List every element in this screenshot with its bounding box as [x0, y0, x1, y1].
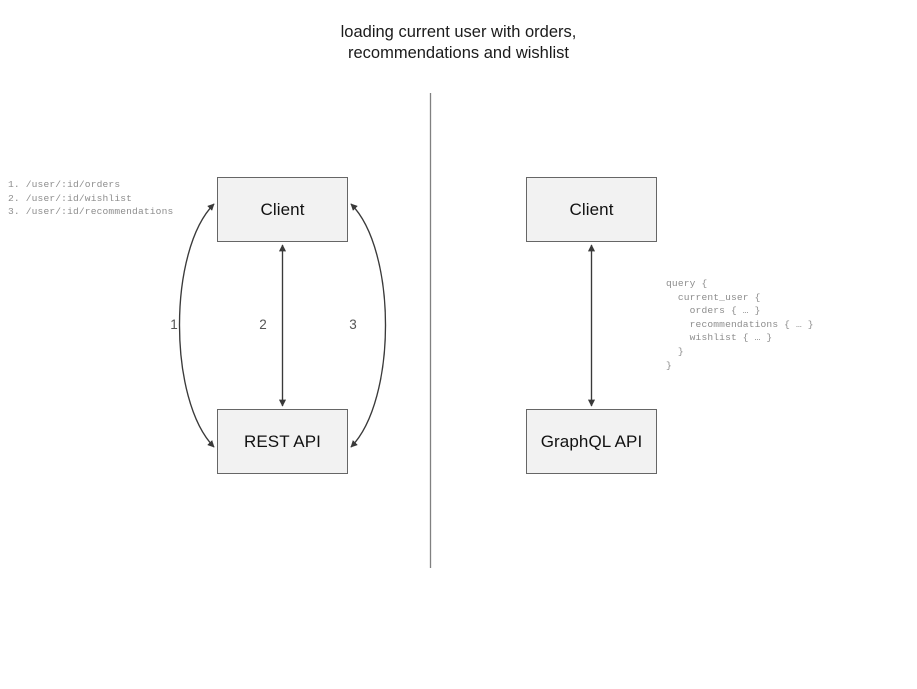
edge-1-curve	[178, 203, 215, 448]
node-graphql-api[interactable]: GraphQL API	[526, 409, 657, 474]
graphql-query-annotation: query { current_user { orders { … } reco…	[666, 278, 814, 371]
node-client-rest[interactable]: Client	[217, 177, 348, 242]
page-title: loading current user with orders, recomm…	[340, 23, 577, 62]
node-client-graphql[interactable]: Client	[526, 177, 657, 242]
rest-endpoints-annotation: 1. /user/:id/orders 2. /user/:id/wishlis…	[8, 179, 174, 218]
node-rest-api[interactable]: REST API	[217, 409, 348, 474]
edge-3-curve	[350, 203, 387, 448]
edge-label-3: 3	[349, 317, 357, 332]
edge-label-1: 1	[170, 317, 178, 332]
edge-label-2: 2	[259, 317, 267, 332]
